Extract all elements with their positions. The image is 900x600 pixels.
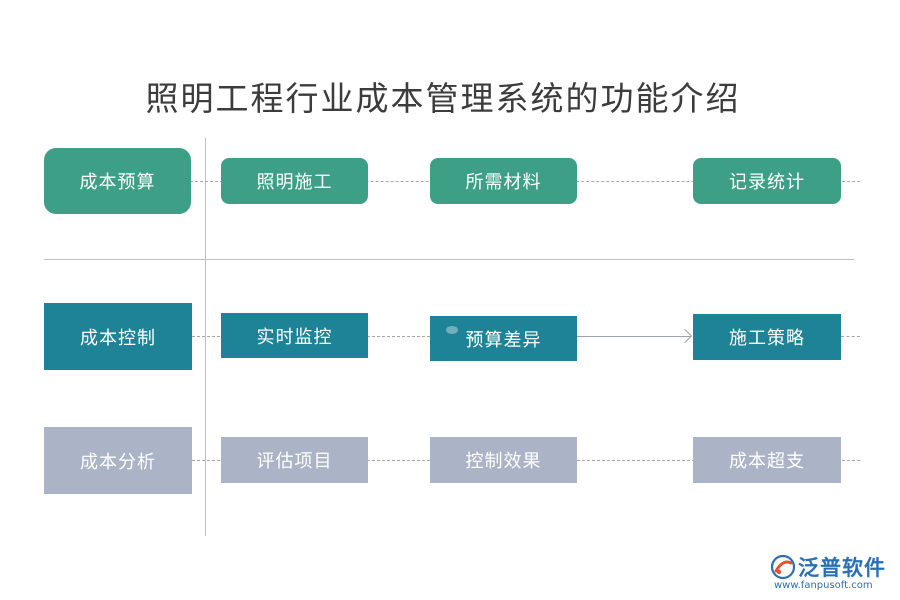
item-record-statistics: 记录统计 xyxy=(693,158,841,204)
brand-name: 泛普软件 xyxy=(798,556,886,580)
item-required-materials: 所需材料 xyxy=(430,158,577,204)
category-cost-control: 成本控制 xyxy=(44,303,192,370)
vertical-divider xyxy=(205,138,206,536)
fanpu-logo-icon xyxy=(770,554,796,580)
brand-url: www.fanpusoft.com xyxy=(774,580,873,591)
arrow-head-icon xyxy=(677,328,693,344)
item-evaluate-project: 评估项目 xyxy=(221,437,368,483)
page-title: 照明工程行业成本管理系统的功能介绍 xyxy=(145,79,741,118)
brand-logo: 泛普软件 www.fanpusoft.com xyxy=(770,552,894,596)
item-lighting-construction: 照明施工 xyxy=(221,158,368,204)
item-realtime-monitoring: 实时监控 xyxy=(221,313,368,358)
category-cost-analysis: 成本分析 xyxy=(44,427,192,494)
row2-connector-right xyxy=(841,336,860,337)
horizontal-divider xyxy=(44,259,854,260)
row2-arrow xyxy=(577,336,691,337)
category-cost-budget: 成本预算 xyxy=(44,148,191,214)
item-cost-overrun: 成本超支 xyxy=(693,437,841,483)
item-budget-variance: 预算差异 xyxy=(430,316,577,361)
item-construction-strategy: 施工策略 xyxy=(693,314,841,360)
highlight-mark xyxy=(446,326,458,334)
item-control-effect: 控制效果 xyxy=(430,437,577,483)
